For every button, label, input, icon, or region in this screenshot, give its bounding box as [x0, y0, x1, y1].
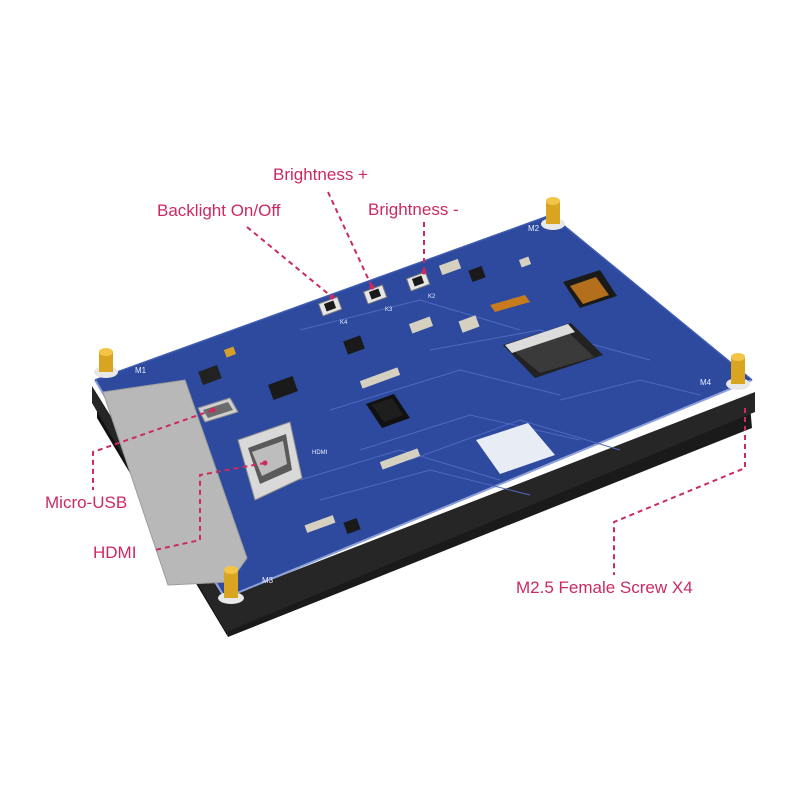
- standoff-m2: [541, 197, 565, 230]
- silkscreen-m4: M4: [700, 378, 712, 387]
- callout-brightness-plus: Brightness +: [273, 165, 368, 184]
- main-ic: [366, 394, 410, 428]
- ffc-connector: [503, 323, 603, 378]
- callout-screws: M2.5 Female Screw X4: [516, 578, 693, 597]
- pcb-board: [95, 215, 752, 598]
- button-k4: [317, 296, 343, 317]
- button-k3: [362, 284, 388, 305]
- pcb-traces: [299, 299, 701, 501]
- smd-components: [198, 256, 532, 535]
- callout-hdmi: HDMI: [93, 543, 137, 562]
- silkscreen-m1: M1: [135, 366, 147, 375]
- label-pad: [476, 423, 555, 474]
- silkscreen-m2: M2: [528, 224, 540, 233]
- callout-backlight: Backlight On/Off: [157, 201, 281, 220]
- sensor-module: [563, 270, 617, 308]
- standoff-m1: [94, 348, 118, 378]
- button-k2: [405, 271, 431, 292]
- micro-usb-port: [197, 397, 239, 423]
- silkscreen-hdmi: HDMI: [312, 450, 328, 456]
- callout-leader-ends: [210, 269, 427, 466]
- callout-brightness-minus: Brightness -: [368, 200, 459, 219]
- metal-shield: [102, 379, 248, 586]
- callout-micro-usb: Micro-USB: [45, 493, 128, 512]
- silkscreen-k4: K4: [340, 320, 348, 326]
- silkscreen-k2: K2: [428, 294, 436, 300]
- standoff-m4: [726, 353, 750, 390]
- standoff-m3: [218, 566, 244, 604]
- silkscreen-m3: M3: [262, 576, 274, 585]
- silkscreen-k3: K3: [385, 307, 393, 313]
- callout-leaders: [92, 191, 746, 575]
- hdmi-port: [237, 421, 303, 501]
